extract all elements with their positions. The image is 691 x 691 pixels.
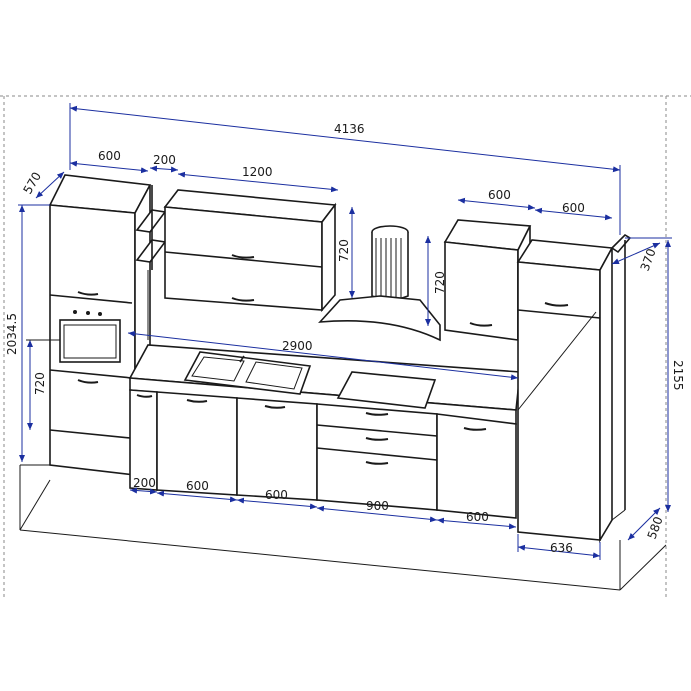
dim-label-base-right-width: 600: [466, 510, 489, 524]
dim-label-fridge-depth: 580: [645, 515, 666, 541]
dim-fridge-depth: 580: [627, 507, 666, 541]
dim-label-upper-shelf-width: 200: [153, 153, 176, 167]
dim-hood-height: 720: [425, 236, 447, 326]
dim-label-countertop-length: 2900: [282, 339, 313, 353]
dim-right-height: 2155: [625, 237, 685, 512]
dim-label-base-sink-right-width: 600: [265, 488, 288, 502]
dim-label-right-depth: 370: [638, 247, 659, 273]
right-end-panel: [610, 233, 632, 521]
oven: [59, 310, 121, 363]
dim-label-upper-cabinet-width: 1200: [242, 165, 273, 179]
dim-left-lower-height: 720: [26, 339, 60, 430]
right-tall-cabinet: [516, 239, 614, 543]
dim-label-total-width: 4136: [334, 122, 365, 136]
dim-label-left-lower-height: 720: [33, 372, 47, 395]
dim-label-base-drawer-width: 900: [366, 499, 389, 513]
dim-base-widths: 200 600 600 900 600: [129, 476, 517, 530]
dim-label-left-height: 2034.5: [5, 313, 19, 355]
dim-label-hood-height: 720: [433, 271, 447, 294]
dim-countertop-length: 2900: [127, 330, 519, 381]
dim-label-upper-left-width: 600: [98, 149, 121, 163]
dim-label-upper-right-tall-width: 600: [562, 201, 585, 215]
dim-label-right-height: 2155: [671, 360, 685, 391]
dim-label-base-sink-left-width: 600: [186, 479, 209, 493]
dim-label-fridge-width: 636: [550, 541, 573, 555]
upper-wall-cabinet: [163, 189, 337, 313]
dim-upper-right-width: 600: [457, 188, 536, 211]
base-cabinets: [129, 389, 517, 519]
dim-label-upper-right-width: 600: [488, 188, 511, 202]
dim-wall-cabinet-height: 720: [337, 207, 355, 298]
dim-fridge-width: 636: [517, 534, 601, 560]
dim-upper-cabinet-width: 1200: [177, 165, 339, 193]
dim-label-wall-cabinet-height: 720: [337, 239, 351, 262]
dim-upper-shelf-width: 200: [149, 153, 179, 173]
dim-upper-left-width: 600: [69, 149, 149, 174]
range-hood: [318, 225, 441, 342]
dim-upper-right-tall-width: 600: [534, 201, 613, 221]
dim-left-height: 2034.5: [5, 204, 50, 462]
dim-label-left-depth: 570: [20, 170, 44, 197]
dim-label-base-corner-width: 200: [133, 476, 156, 490]
dim-total-width: 4136: [69, 103, 621, 235]
